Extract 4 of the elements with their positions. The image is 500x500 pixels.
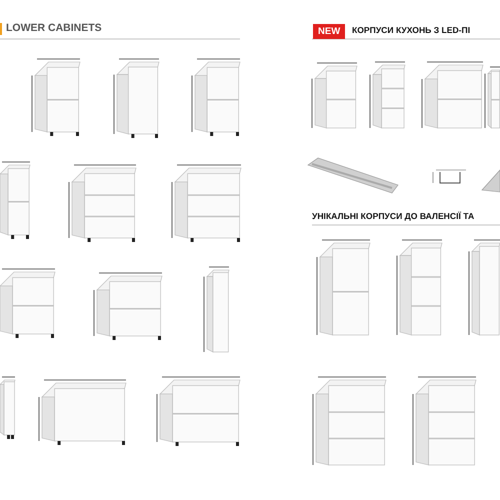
section-heading: УНІКАЛЬНІ КОРПУСИ ДО ВАЛЕНСІЇ ТА [312,211,474,221]
section-heading: LOWER CABINETS [6,22,102,34]
new-badge: NEW [313,24,346,39]
section-heading: КОРПУСИ КУХОНЬ З LED-ПІ [352,25,470,35]
